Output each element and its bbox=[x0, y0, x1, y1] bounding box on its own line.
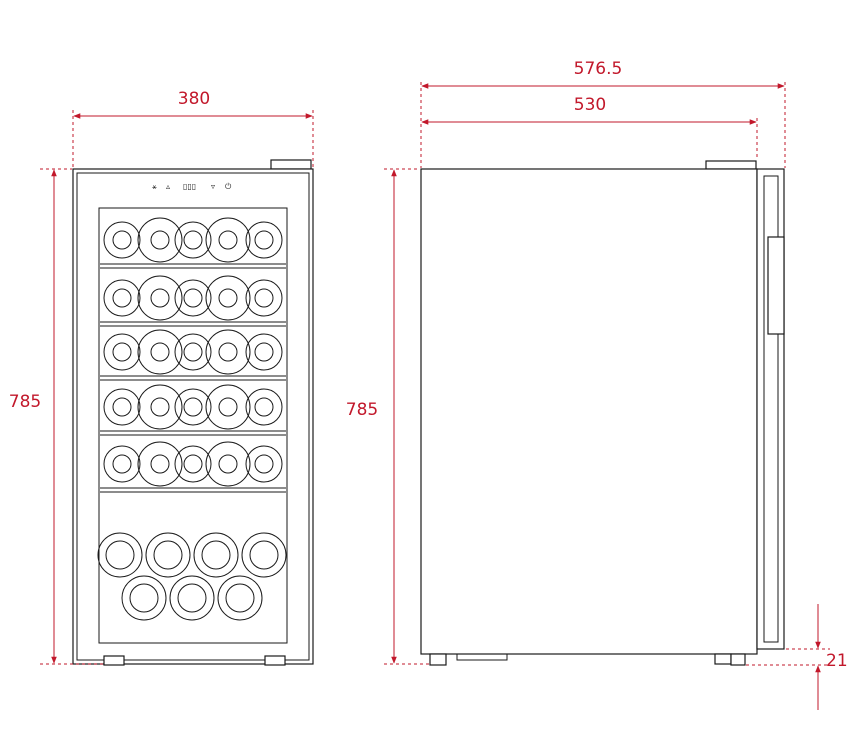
bottle-end bbox=[245, 221, 283, 259]
side-cabinet-outline bbox=[420, 168, 758, 655]
bottle-neck bbox=[183, 454, 203, 474]
bottle-end bbox=[97, 532, 143, 578]
bottle-neck bbox=[254, 342, 274, 362]
side-foot-door bbox=[730, 653, 746, 666]
foot-gap-label: 21 bbox=[826, 651, 848, 671]
front-foot-right bbox=[264, 655, 286, 666]
bottle-neck bbox=[112, 230, 132, 250]
side-view bbox=[420, 160, 785, 666]
bottle-neck bbox=[177, 583, 207, 613]
bottle-end bbox=[103, 221, 141, 259]
power-icon: ⏻ bbox=[225, 182, 232, 191]
bottle-neck bbox=[183, 397, 203, 417]
bottle-neck bbox=[254, 288, 274, 308]
bottle-end bbox=[169, 575, 215, 621]
body-depth-label: 530 bbox=[574, 95, 606, 115]
bottle-end bbox=[245, 279, 283, 317]
bottle-neck bbox=[150, 288, 170, 308]
bottle-neck bbox=[218, 288, 238, 308]
bottle-neck bbox=[218, 342, 238, 362]
total-depth-label: 576.5 bbox=[574, 59, 623, 79]
front-height-label: 785 bbox=[9, 392, 41, 412]
bottle-end bbox=[205, 441, 251, 487]
bottle-end bbox=[205, 329, 251, 375]
bottle-neck bbox=[218, 454, 238, 474]
front-width-label: 380 bbox=[178, 89, 210, 109]
bottle-neck bbox=[112, 454, 132, 474]
front-glass-window bbox=[98, 207, 288, 644]
side-dimensions: 576.5 530 785 21 bbox=[346, 59, 848, 710]
side-base-vent bbox=[456, 653, 508, 661]
side-door-handle bbox=[767, 236, 785, 335]
bottle-neck bbox=[218, 230, 238, 250]
bottle-neck bbox=[254, 230, 274, 250]
bottle-neck bbox=[201, 540, 231, 570]
bottle-end bbox=[137, 217, 183, 263]
bottle-end bbox=[205, 275, 251, 321]
bottle-end bbox=[205, 384, 251, 430]
bottle-neck bbox=[153, 540, 183, 570]
front-view: ⚹ ▵ ▯▯▯ ▿ ⏻ bbox=[72, 159, 314, 666]
bottle-neck bbox=[218, 397, 238, 417]
bottle-neck bbox=[150, 454, 170, 474]
bottle-end bbox=[137, 275, 183, 321]
bottle-neck bbox=[112, 342, 132, 362]
side-foot-front bbox=[429, 653, 447, 666]
front-top-hinge bbox=[270, 159, 312, 170]
bottle-neck bbox=[112, 288, 132, 308]
bottle-end bbox=[103, 388, 141, 426]
bottle-end bbox=[174, 279, 212, 317]
bottle-end bbox=[205, 217, 251, 263]
side-top-hinge bbox=[705, 160, 757, 170]
control-panel: ⚹ ▵ ▯▯▯ ▿ ⏻ bbox=[152, 182, 232, 191]
bottle-neck bbox=[254, 397, 274, 417]
bottle-neck bbox=[183, 230, 203, 250]
bottle-end bbox=[245, 333, 283, 371]
bottle-neck bbox=[129, 583, 159, 613]
bottle-end bbox=[174, 445, 212, 483]
side-foot-back bbox=[714, 653, 732, 665]
bottle-neck bbox=[150, 230, 170, 250]
bottle-end bbox=[241, 532, 287, 578]
bottle-end bbox=[137, 329, 183, 375]
front-door-frame bbox=[76, 172, 310, 661]
temp-down-icon: ▿ bbox=[211, 182, 215, 191]
bottle-neck bbox=[150, 342, 170, 362]
bottle-neck bbox=[183, 342, 203, 362]
bottle-neck bbox=[112, 397, 132, 417]
front-foot-left bbox=[103, 655, 125, 666]
temp-up-icon: ▵ bbox=[166, 182, 170, 191]
bottle-end bbox=[103, 279, 141, 317]
bottle-end bbox=[174, 388, 212, 426]
bottle-end bbox=[103, 333, 141, 371]
fan-icon: ⚹ bbox=[152, 182, 157, 191]
bottle-neck bbox=[254, 454, 274, 474]
bottle-neck bbox=[225, 583, 255, 613]
bottle-end bbox=[121, 575, 167, 621]
display-digits-icon: ▯▯▯ bbox=[183, 182, 196, 191]
front-dimensions: 380 785 bbox=[9, 89, 314, 665]
bottle-end bbox=[245, 388, 283, 426]
bottle-neck bbox=[183, 288, 203, 308]
bottle-neck bbox=[150, 397, 170, 417]
bottle-neck bbox=[249, 540, 279, 570]
side-height-label: 785 bbox=[346, 400, 378, 420]
bottle-end bbox=[193, 532, 239, 578]
bottle-end bbox=[174, 333, 212, 371]
bottle-end bbox=[137, 384, 183, 430]
bottle-end bbox=[103, 445, 141, 483]
bottle-end bbox=[217, 575, 263, 621]
bottle-end bbox=[137, 441, 183, 487]
side-door-inner bbox=[763, 175, 779, 643]
bottle-neck bbox=[105, 540, 135, 570]
bottle-end bbox=[174, 221, 212, 259]
bottle-end bbox=[145, 532, 191, 578]
bottle-racks bbox=[97, 217, 287, 621]
bottle-end bbox=[245, 445, 283, 483]
